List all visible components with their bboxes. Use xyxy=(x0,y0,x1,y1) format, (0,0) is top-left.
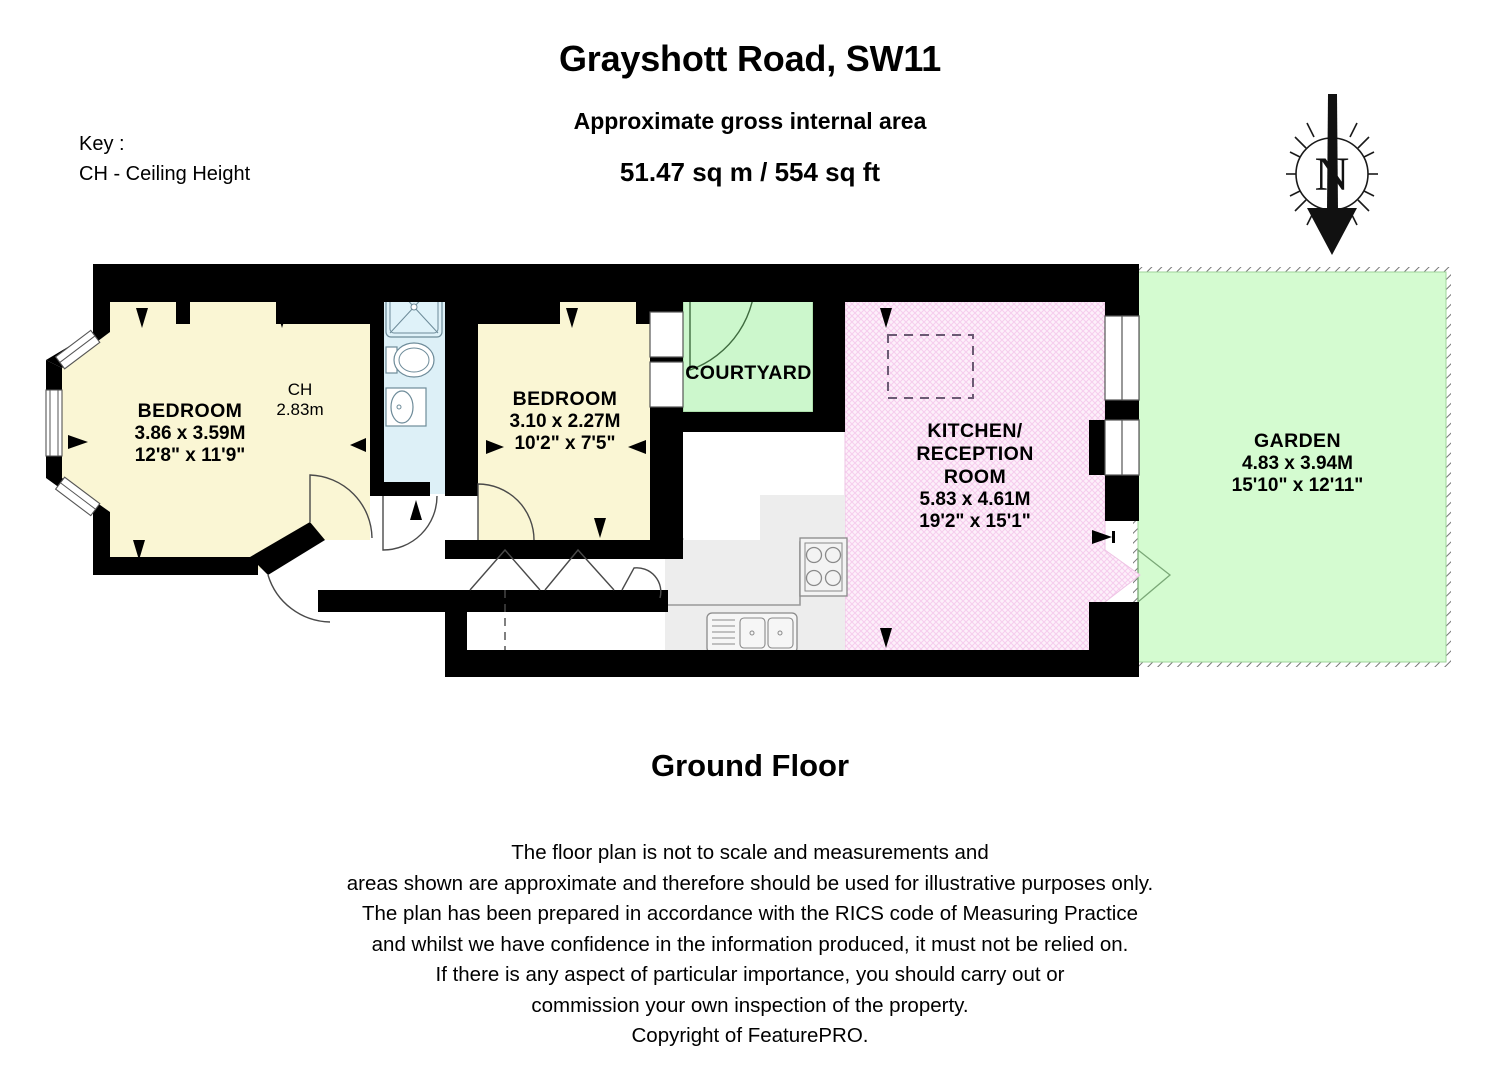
floorplan-drawing: BEDROOM 3.86 x 3.59M 12'8" x 11'9" CH 2.… xyxy=(0,250,1500,700)
room-bedroom-1 xyxy=(62,272,370,575)
key-heading: Key : xyxy=(79,133,125,155)
door-swings xyxy=(267,474,662,650)
disclaimer-line-5: If there is any aspect of particular imp… xyxy=(435,963,1065,986)
ceiling-height-annotation: CH 2.83m xyxy=(265,380,335,419)
disclaimer-block: The floor plan is not to scale and measu… xyxy=(0,838,1500,1052)
disclaimer-line-1: The floor plan is not to scale and measu… xyxy=(511,841,989,864)
disclaimer-line-6: commission your own inspection of the pr… xyxy=(531,993,969,1017)
ceiling-height-label: CH xyxy=(287,380,313,399)
ceiling-height-value: 2.83m xyxy=(276,399,324,419)
floorplan-svg xyxy=(45,264,1451,677)
floor-label: Ground Floor xyxy=(650,748,850,783)
room-bathroom xyxy=(383,272,445,494)
disclaimer-copyright: Copyright of FeaturePRO. xyxy=(631,1024,869,1047)
compass-letter-n: N xyxy=(1315,148,1350,201)
disclaimer-line-4: and whilst we have confidence in the inf… xyxy=(371,932,1129,956)
hob-icon xyxy=(799,537,848,597)
room-garden xyxy=(1133,267,1451,667)
windows xyxy=(45,311,1140,517)
total-area-value: 51.47 sq m / 554 sq ft xyxy=(619,157,881,187)
dimension-markers xyxy=(68,308,1115,648)
compass-north-icon: N xyxy=(1262,92,1402,257)
basin-icon xyxy=(385,387,427,427)
sink-icon xyxy=(706,612,798,654)
disclaimer-line-2: areas shown are approximate and therefor… xyxy=(346,871,1154,895)
toilet-icon xyxy=(385,342,435,378)
page-title: Grayshott Road, SW11 xyxy=(558,38,942,79)
key-ceiling-height-line: CH - Ceiling Height xyxy=(79,163,251,185)
disclaimer-line-3: The plan has been prepared in accordance… xyxy=(361,902,1139,925)
area-subtitle: Approximate gross internal area xyxy=(573,108,927,134)
key-block: Key : CH - Ceiling Height xyxy=(79,129,250,189)
skylight-outline xyxy=(887,334,974,399)
